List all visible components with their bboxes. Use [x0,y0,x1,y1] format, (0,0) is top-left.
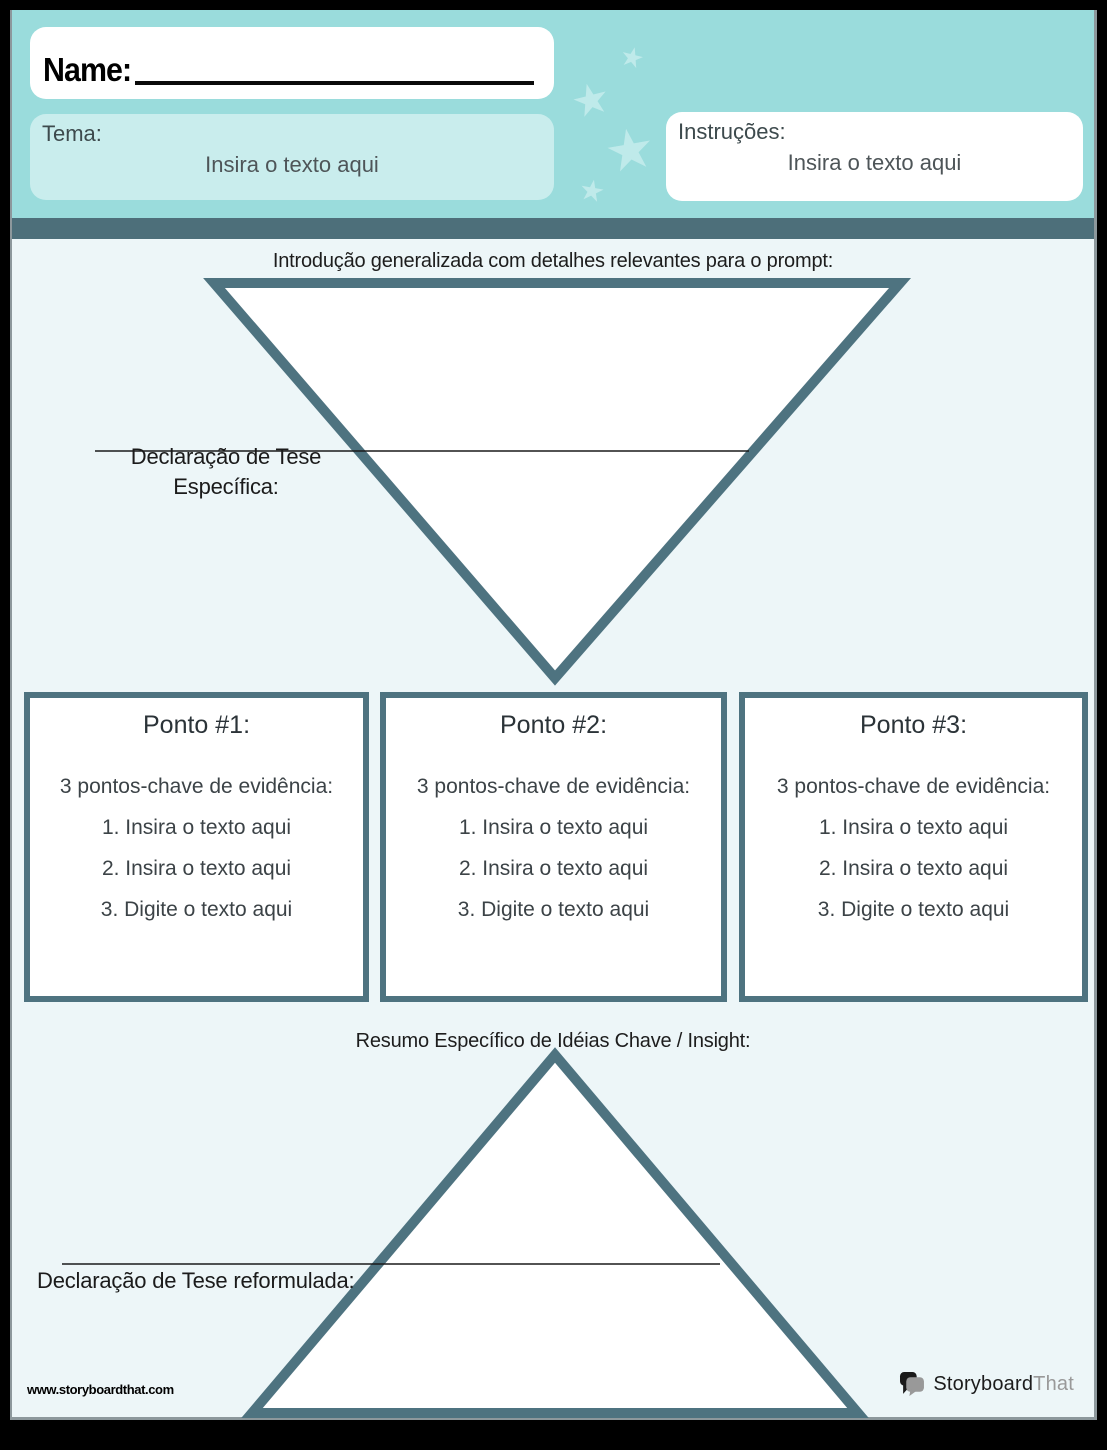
summary-upright-triangle-area[interactable] [241,1047,869,1418]
point-box-1: Ponto #1: 3 pontos-chave de evidência: 1… [24,692,369,1002]
intro-section-title: Introdução generalizada com detalhes rel… [272,250,834,272]
point-item-2[interactable]: 2. Insira o texto aqui [101,857,292,880]
point-item-1[interactable]: 1. Insira o texto aqui [818,816,1009,839]
point-item-3[interactable]: 3. Digite o texto aqui [457,898,650,921]
funnel-diagram [62,278,912,1418]
point-box-2: Ponto #2: 3 pontos-chave de evidência: 1… [380,692,727,1002]
name-box: Name: [30,27,554,99]
name-fill-in-line[interactable] [134,75,534,85]
instructions-label: Instruções: [678,119,786,144]
point-subtitle: 3 pontos-chave de evidência: [59,775,334,798]
point-subtitle: 3 pontos-chave de evidência: [776,775,1051,798]
tema-box[interactable]: Tema: Insira o texto aqui [30,114,554,200]
worksheet-page: ★ ★ ★ ★ Name: Tema: Insira o texto aqui … [10,10,1097,1420]
thesis-statement-label: Declaração de Tese Específica: [105,442,347,502]
restated-thesis-label: Declaração de Tese reformulada: [37,1268,355,1293]
tema-label: Tema: [42,121,102,146]
thesis-label-line1: Declaração de Tese [130,444,322,469]
summary-section-title: Resumo Específico de Idéias Chave / Insi… [355,1030,751,1052]
point-item-1[interactable]: 1. Insira o texto aqui [458,816,649,839]
name-label: Name: [43,51,132,88]
storyboardthat-logo: StoryboardThat [899,1372,1074,1397]
logo-text-that: That [1033,1373,1074,1395]
point-item-2[interactable]: 2. Insira o texto aqui [458,857,649,880]
point-title: Ponto #1: [142,711,251,739]
header-divider-bar [12,218,1094,239]
point-item-3[interactable]: 3. Digite o texto aqui [100,898,293,921]
speech-bubbles-icon [900,1372,925,1396]
intro-inverted-triangle-area[interactable] [203,278,912,686]
point-title: Ponto #2: [499,711,608,739]
point-item-3[interactable]: 3. Digite o texto aqui [817,898,1010,921]
tema-placeholder-text[interactable]: Insira o texto aqui [205,152,379,178]
point-item-2[interactable]: 2. Insira o texto aqui [818,857,1009,880]
point-title: Ponto #3: [859,711,968,739]
thesis-label-line2: Específica: [173,474,279,499]
logo-wordmark: StoryboardThat [933,1373,1074,1396]
instructions-placeholder-text[interactable]: Insira o texto aqui [787,150,962,176]
point-box-3: Ponto #3: 3 pontos-chave de evidência: 1… [739,692,1088,1002]
point-item-1[interactable]: 1. Insira o texto aqui [101,816,292,839]
header-band: ★ ★ ★ ★ Name: Tema: Insira o texto aqui … [12,10,1094,218]
storyboardthat-url[interactable]: www.storyboardthat.com [27,1382,174,1397]
logo-text-storyboard: Storyboard [933,1373,1034,1395]
instructions-box[interactable]: Instruções: Insira o texto aqui [666,112,1083,201]
point-subtitle: 3 pontos-chave de evidência: [416,775,691,798]
